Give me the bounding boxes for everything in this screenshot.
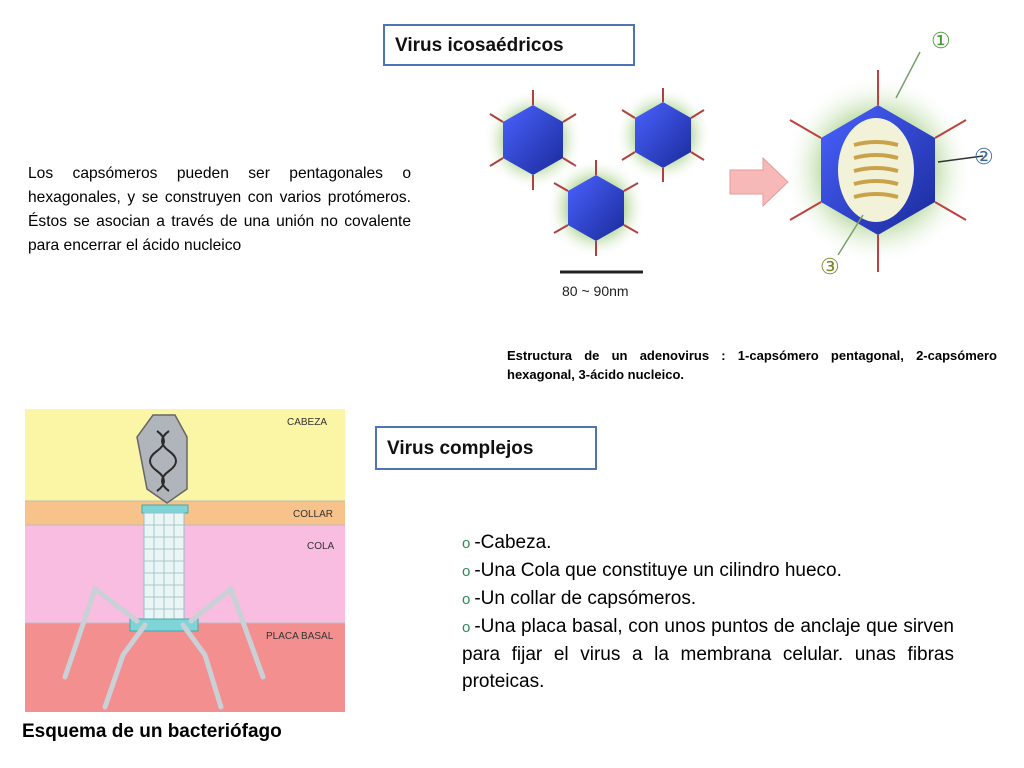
capsomer-description: Los capsómeros pueden ser pentagonales o… bbox=[28, 165, 411, 254]
small-virus-3 bbox=[546, 158, 646, 258]
adenovirus-figure: 80 ~ 90nm ① ② ③ bbox=[483, 28, 994, 299]
phage-tail-fibers bbox=[62, 584, 266, 710]
small-virus-1 bbox=[483, 90, 583, 190]
tail-region bbox=[25, 525, 345, 623]
marker-2: ② bbox=[974, 144, 994, 169]
bullet-icon: o bbox=[462, 591, 471, 608]
phage-head bbox=[136, 414, 188, 504]
list-item: o-Una placa basal, con unos puntos de an… bbox=[462, 616, 954, 692]
complex-virus-features: o-Cabeza. o-Una Cola que constituye un c… bbox=[462, 529, 954, 695]
head-label: CABEZA bbox=[287, 417, 327, 428]
list-item: o-Una Cola que constituye un cilindro hu… bbox=[462, 560, 842, 581]
adenovirus-caption: Estructura de un adenovirus : 1-capsómer… bbox=[507, 348, 997, 382]
phage-collar bbox=[141, 504, 189, 514]
bullet-icon: o bbox=[462, 619, 471, 636]
bacteriophage-figure: CABEZA COLLAR COLA PLACA BASAL bbox=[25, 409, 345, 712]
base-label: PLACA BASAL bbox=[266, 631, 334, 642]
marker-3: ③ bbox=[820, 254, 840, 279]
collar-label: COLLAR bbox=[293, 509, 333, 520]
marker-1: ① bbox=[931, 28, 951, 53]
bacteriophage-caption: Esquema de un bacteriófago bbox=[22, 721, 282, 742]
large-adenovirus bbox=[783, 51, 984, 272]
phage-base-plate bbox=[129, 618, 199, 632]
complex-virus-title: Virus complejos bbox=[375, 426, 597, 470]
tail-label: COLA bbox=[307, 541, 335, 552]
bullet-icon: o bbox=[462, 563, 471, 580]
list-item: o-Cabeza. bbox=[462, 532, 552, 553]
list-item: o-Un collar de capsómeros. bbox=[462, 588, 697, 609]
arrow-icon bbox=[729, 156, 789, 208]
bullet-icon: o bbox=[462, 535, 471, 552]
icosahedral-virus-title: Virus icosaédricos bbox=[383, 24, 635, 66]
scale-bar: 80 ~ 90nm bbox=[560, 270, 643, 299]
scale-label: 80 ~ 90nm bbox=[562, 283, 629, 299]
small-virus-2 bbox=[615, 87, 711, 183]
